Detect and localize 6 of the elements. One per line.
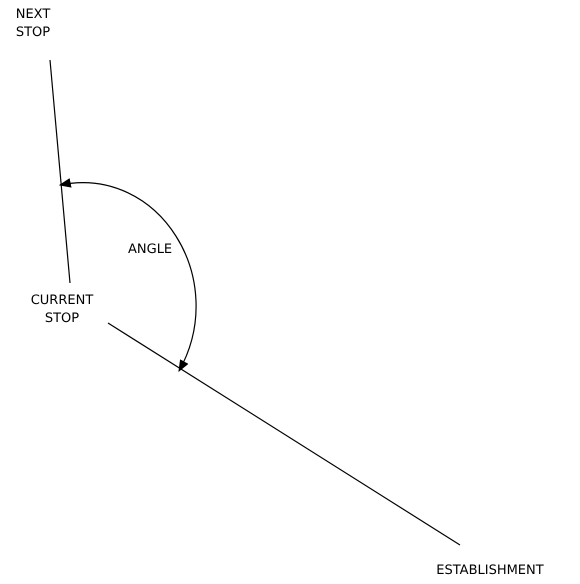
angle-label: ANGLE (128, 242, 172, 257)
stop-label: CURRENT STOP (22, 292, 102, 328)
connector-line (108, 322, 460, 546)
stop-label: ESTABLISHMENT (420, 562, 560, 580)
stop-label: NEXT STOP (8, 6, 58, 42)
connector-line (49, 60, 71, 284)
